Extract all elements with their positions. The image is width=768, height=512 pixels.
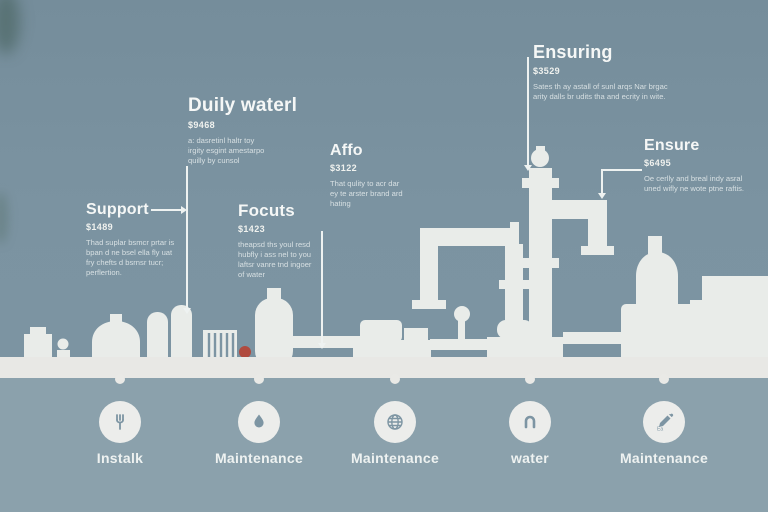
timeline-icon-circle (509, 401, 551, 443)
lower-background-band (0, 378, 768, 512)
annotation-price: $3122 (330, 163, 358, 173)
annotation-title: Focuts (238, 201, 295, 220)
globe-icon (387, 414, 403, 430)
timeline-dot (254, 374, 264, 384)
timeline-bar (0, 357, 768, 378)
annotation-price: $1489 (86, 222, 114, 232)
annotation-price: $3529 (533, 66, 561, 76)
connector-ensuring (527, 57, 529, 165)
timeline-item-install: Instalk (55, 370, 185, 466)
annotation-price: $6495 (644, 158, 672, 168)
annotation-support: Support $1489 Thad suplar bsmcr prtar is… (86, 201, 181, 277)
water-drop-icon (254, 414, 264, 428)
timeline-label: Maintenance (214, 450, 304, 466)
connector-ensure-h (601, 169, 642, 171)
left-tanks (24, 288, 293, 368)
timeline-item-maintenance-2: Maintenance (330, 370, 460, 466)
timeline-item-maintenance-1: Maintenance (194, 370, 324, 466)
timeline-label: Instalk (96, 450, 144, 466)
annotation-body: That qulity to acr dar ey te arster bran… (330, 179, 403, 208)
annotation-body: Sates th ay astall of sunl arqs Nar brga… (533, 82, 668, 101)
annotation-title: Support (86, 201, 149, 218)
timeline-icon-circle (238, 401, 280, 443)
timeline-dot (525, 374, 535, 384)
pen-icon: Ea (657, 413, 674, 433)
right-vessel-and-block (621, 236, 768, 368)
connector-support (151, 209, 181, 211)
timeline-label: water (510, 450, 550, 466)
red-valve (239, 346, 251, 358)
timeline-icon-circle (374, 401, 416, 443)
annotation-body: theapsd ths youl resd hubfly i ass nel t… (238, 240, 312, 279)
corner-artifact (0, 0, 20, 54)
timeline-label: Maintenance (619, 450, 709, 466)
arrowhead-support (181, 206, 187, 214)
annotation-price: $1423 (238, 224, 266, 234)
timeline-dot (390, 374, 400, 384)
annotation-body: Thad suplar bsmcr prtar is bpan d ne bse… (86, 238, 175, 277)
timeline-icon-circle: Ea (643, 401, 685, 443)
svg-text:Ea: Ea (657, 427, 663, 433)
timeline-dot (659, 374, 669, 384)
annotation-title: Ensuring (533, 42, 613, 62)
arrowhead-affo (318, 343, 326, 349)
annotation-daily-water: Duily waterl $9468 a: dasretinl haltr to… (188, 95, 306, 166)
annotation-body: Oe cerlly and breal indy asral uned wifl… (644, 174, 745, 193)
timeline-dot (115, 374, 125, 384)
annotation-affo: Affo $3122 That qulity to acr dar ey te … (330, 142, 408, 209)
timeline-item-water: water (465, 370, 595, 466)
annotation-body: a: dasretinl haltr toy irgity esgint ame… (188, 136, 265, 165)
pumps-and-piping (290, 146, 623, 368)
fork-icon (116, 414, 124, 430)
annotation-ensure: Ensure $6495 Oe cerlly and breal indy as… (644, 137, 752, 194)
timeline-item-maintenance-3: Ea Maintenance (599, 370, 729, 466)
arrowhead-daily (183, 308, 191, 314)
timeline-icon-circle (99, 401, 141, 443)
annotation-price: $9468 (188, 120, 216, 130)
arrowhead-ensuring (524, 165, 532, 171)
annotation-title: Affo (330, 142, 363, 159)
annotation-title: Ensure (644, 137, 700, 154)
connector-daily (186, 166, 188, 308)
connector-affo (321, 231, 323, 343)
connector-ensure-v (601, 169, 603, 193)
annotation-focus: Focuts $1423 theapsd ths youl resd hubfl… (238, 201, 318, 279)
arrowhead-ensure (598, 193, 606, 199)
edge-artifact (0, 192, 8, 244)
timeline-label: Maintenance (350, 450, 440, 466)
annotation-ensuring: Ensuring $3529 Sates th ay astall of sun… (533, 42, 671, 102)
pipe-bend-icon (524, 415, 536, 429)
annotation-title: Duily waterl (188, 95, 298, 116)
